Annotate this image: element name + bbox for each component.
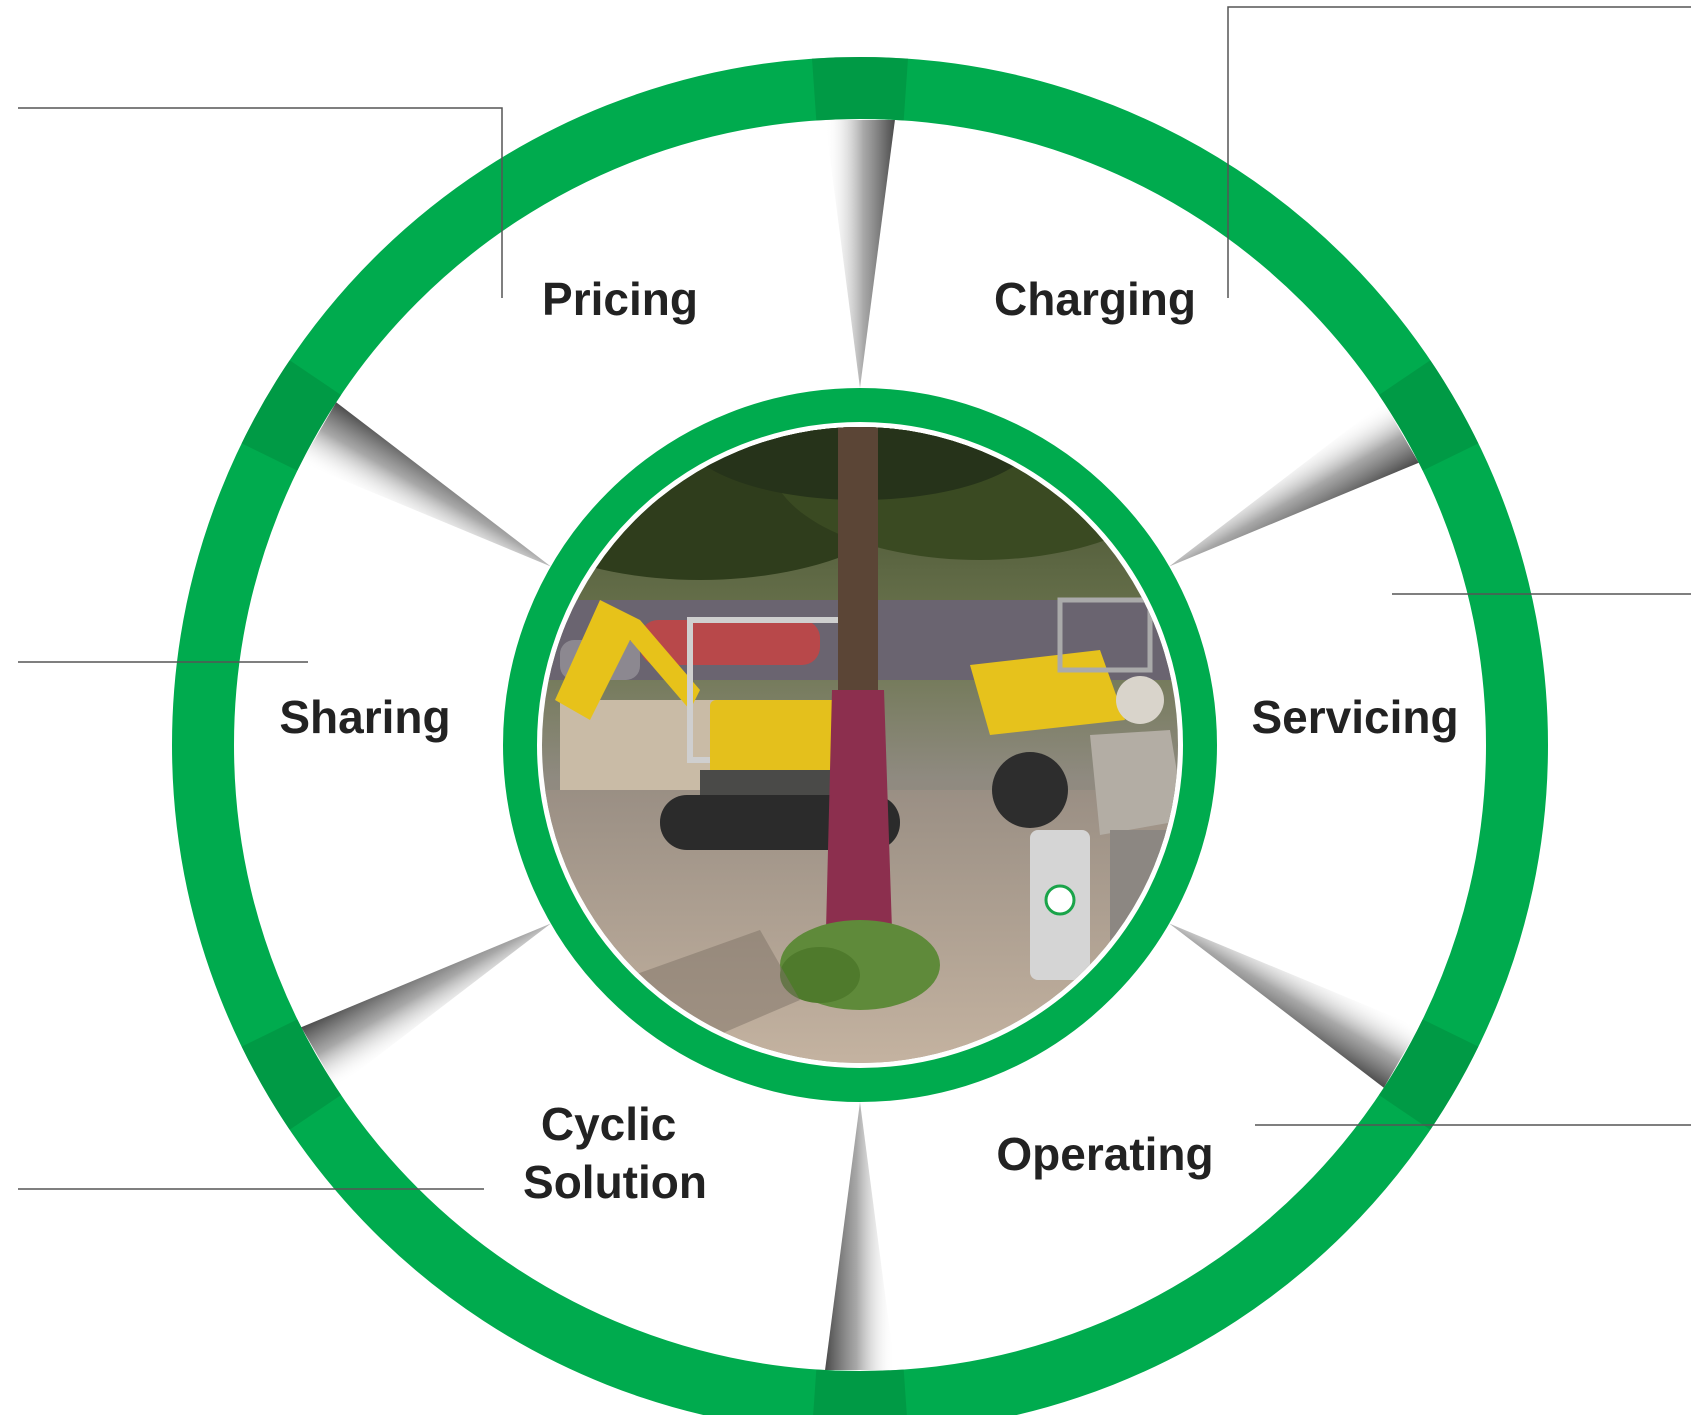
inner-ring — [503, 388, 1217, 1102]
label-pricing: Pricing — [542, 273, 698, 325]
segment-divider — [1169, 923, 1419, 1088]
ring-notch — [812, 57, 908, 121]
leader-line-charging — [1227, 6, 1691, 298]
dumper-image — [970, 597, 1153, 828]
tree-trunk — [838, 427, 878, 695]
label-cyclic-line-1: Cyclic — [541, 1098, 677, 1150]
ring-notch — [241, 1019, 342, 1130]
leader-line-pricing — [18, 107, 503, 298]
label-operating: Operating — [996, 1128, 1213, 1180]
label-cyclic-solution: Cyclic Solution — [523, 1098, 707, 1208]
segment-dividers — [301, 119, 1419, 1371]
segment-divider — [825, 1102, 895, 1371]
label-sharing: Sharing — [279, 691, 450, 743]
segment-divider — [1169, 402, 1419, 567]
ring-notch — [241, 360, 342, 471]
label-servicing: Servicing — [1251, 691, 1458, 743]
segment-divider — [301, 923, 551, 1088]
leader-lines — [18, 6, 1691, 1190]
worker-image — [1030, 676, 1178, 980]
ring-notch — [1378, 1019, 1479, 1130]
ring-notch — [1378, 360, 1479, 471]
label-charging: Charging — [994, 273, 1196, 325]
ring-notches — [241, 57, 1479, 1415]
ring-notch — [813, 1369, 907, 1415]
label-cyclic-line-2: Solution — [523, 1156, 707, 1208]
segment-labels: Pricing Charging Servicing Operating Cyc… — [279, 273, 1458, 1208]
segment-divider — [301, 402, 551, 567]
segment-divider — [825, 119, 895, 389]
